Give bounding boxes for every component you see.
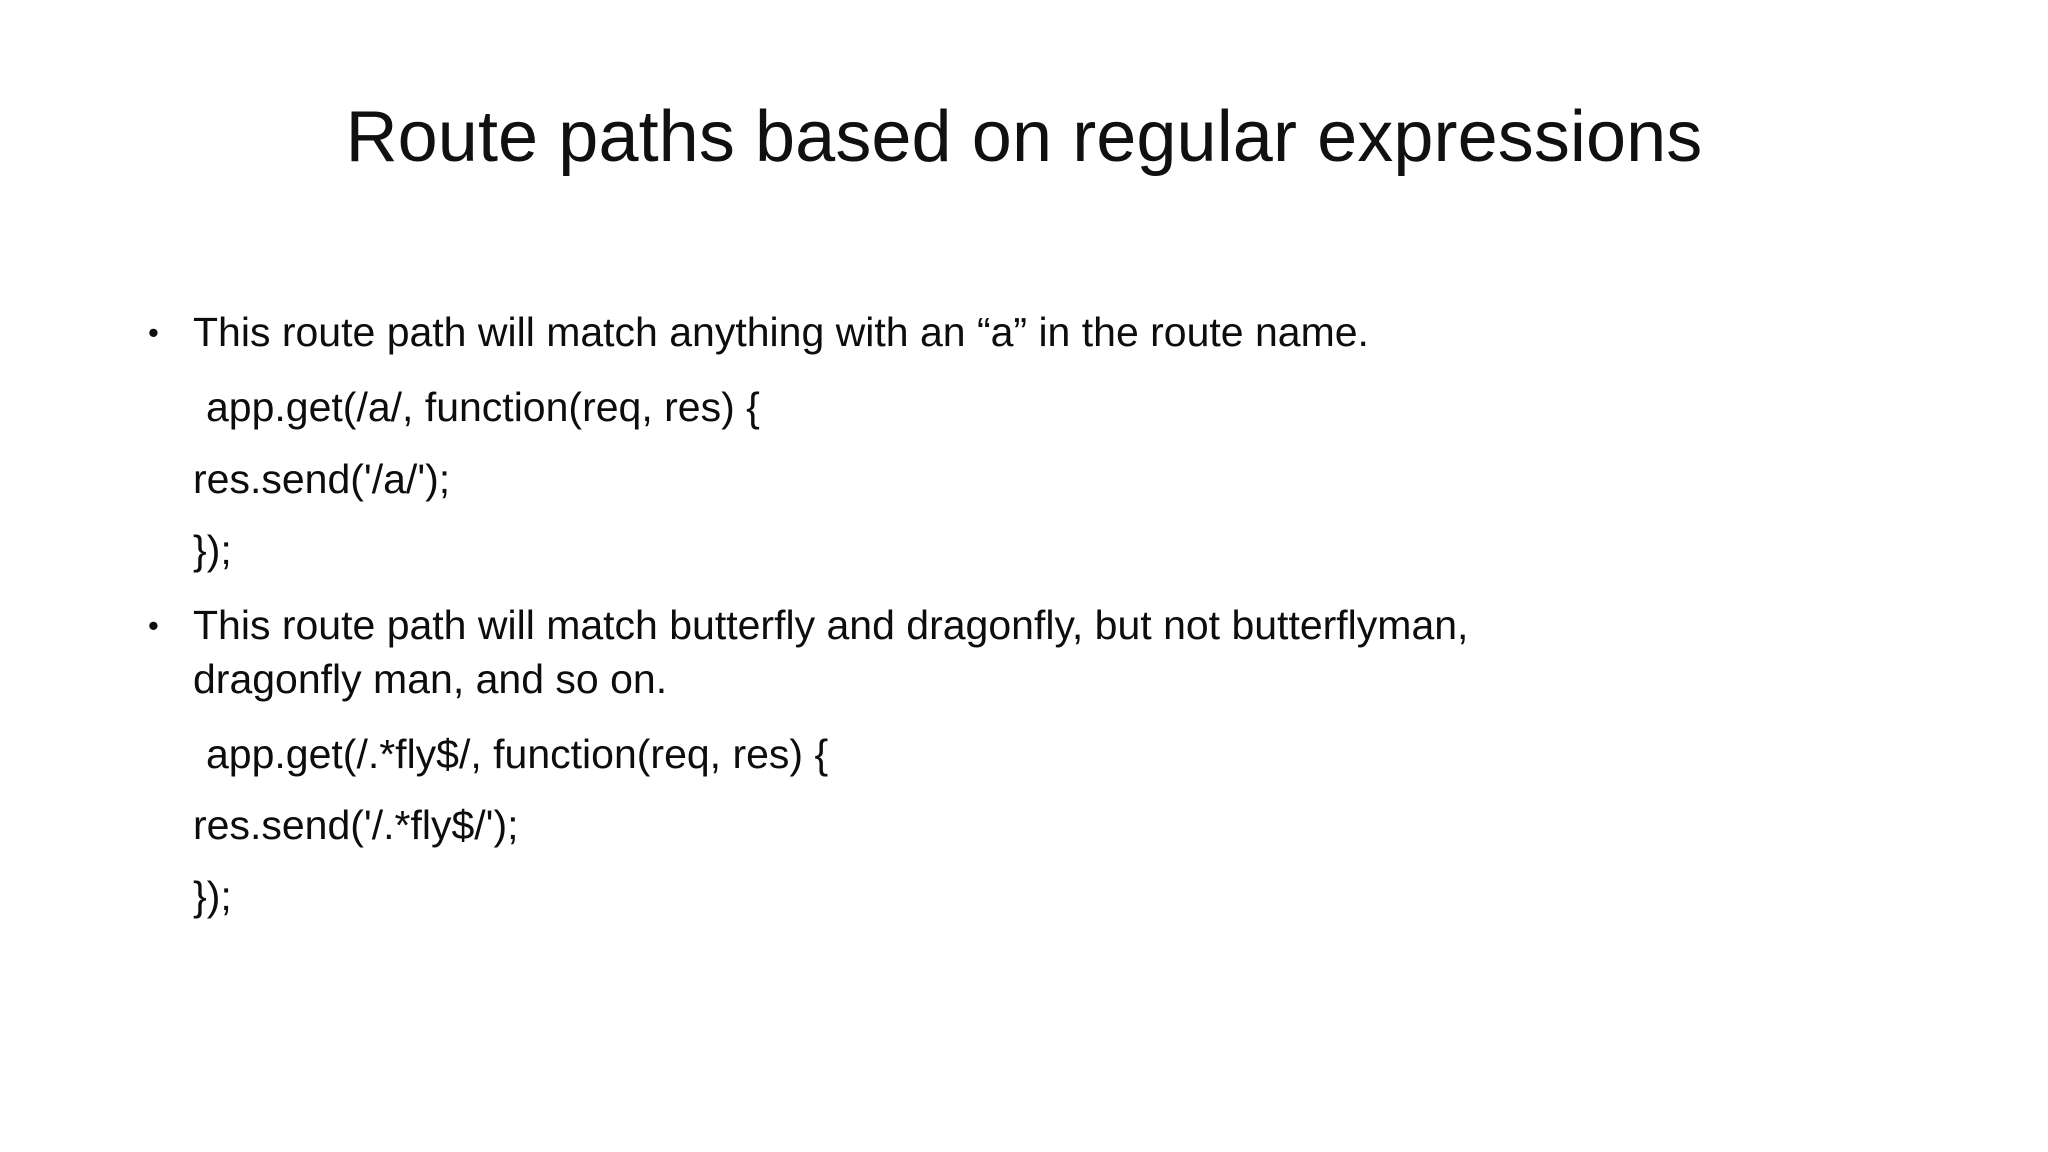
page-title: Route paths based on regular expressions [345, 97, 1703, 177]
bullet-point-icon: • [148, 608, 159, 644]
bullet-item-2-text: This route path will match butterfly and… [193, 602, 1469, 702]
spacer [148, 359, 1908, 381]
spacer [148, 506, 1908, 524]
bullet-item-2: • This route path will match butterfly a… [148, 599, 1908, 706]
bullet-point-icon: • [148, 315, 159, 350]
spacer [148, 852, 1908, 870]
bullet-item-1-text: This route path will match anything with… [193, 309, 1369, 355]
code-line-2-1: app.get(/.*fly$/, function(req, res) { [206, 730, 829, 777]
code-line-1-3: }); [193, 526, 232, 573]
spacer [148, 577, 1908, 599]
slide-body: • This route path will match anything wi… [148, 306, 1908, 924]
code-line-1-2: res.send('/a/'); [193, 455, 451, 502]
code-line-1-1: app.get(/a/, function(req, res) { [206, 384, 760, 431]
code-line-2-2: res.send('/.*fly$/'); [193, 802, 519, 849]
code-line-2-3: }); [193, 873, 232, 920]
spacer [148, 435, 1908, 453]
bullet-item-1: • This route path will match anything wi… [148, 306, 1908, 359]
spacer [148, 781, 1908, 799]
spacer [148, 706, 1908, 728]
